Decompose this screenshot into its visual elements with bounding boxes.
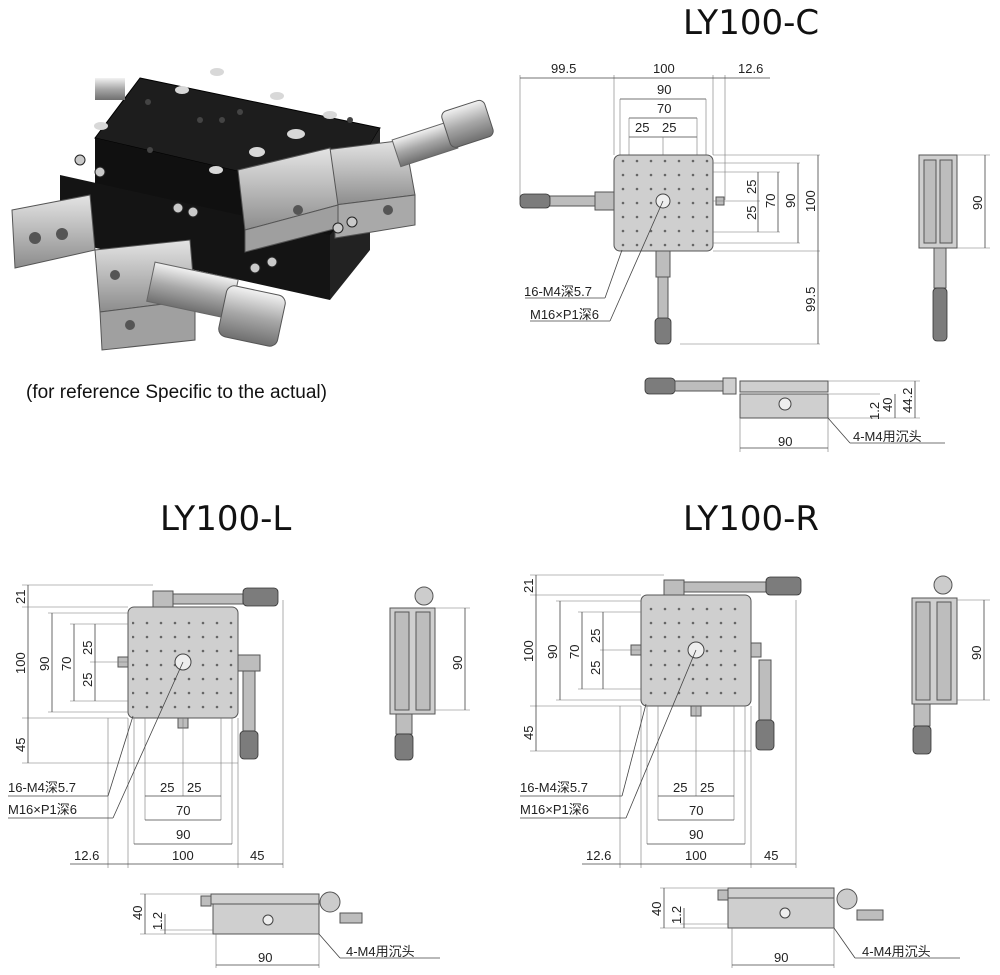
dim-c-front-90: 90: [778, 434, 792, 449]
dim-c-r25b: 25: [744, 206, 759, 220]
photo-caption: (for reference Specific to the actual): [26, 382, 327, 403]
ly100-r-side-view: [911, 575, 990, 755]
title-ly100-c: LY100-C: [683, 3, 819, 43]
dim-c-100: 100: [653, 61, 675, 76]
dim-r-b25a: 25: [673, 780, 687, 795]
dim-c-front-40: 40: [880, 398, 895, 412]
dim-r-100: 100: [521, 640, 536, 662]
callout-c-m16: M16×P1深6: [530, 307, 599, 322]
callout-r-m16: M16×P1深6: [520, 802, 589, 817]
dim-r-front-90: 90: [774, 950, 788, 965]
dim-c-90: 90: [657, 82, 671, 97]
dim-r-b12-6: 12.6: [586, 848, 611, 863]
ly100-l-front-view: [140, 891, 440, 968]
dim-l-90: 90: [37, 657, 52, 671]
dim-l-front-40: 40: [130, 906, 145, 920]
dim-c-front-44-2: 44.2: [900, 388, 915, 413]
dim-r-b70: 70: [689, 803, 703, 818]
dim-r-90: 90: [545, 645, 560, 659]
dim-l-25a: 25: [80, 641, 95, 655]
product-photo: [11, 68, 494, 351]
dim-c-70: 70: [657, 101, 671, 116]
dim-c-25b: 25: [662, 120, 676, 135]
dim-r-b100: 100: [685, 848, 707, 863]
callout-c-front: 4-M4用沉头: [853, 429, 922, 444]
dim-c-r90: 90: [783, 194, 798, 208]
dim-c-12-6: 12.6: [738, 61, 763, 76]
dim-l-b70: 70: [176, 803, 190, 818]
dim-r-21: 21: [521, 579, 536, 593]
callout-l-m4: 16-M4深5.7: [8, 780, 76, 795]
callout-r-front: 4-M4用沉头: [862, 944, 931, 959]
dim-l-front-1-2: 1.2: [150, 912, 165, 930]
dim-c-side-90: 90: [970, 196, 985, 210]
callout-l-m16: M16×P1深6: [8, 802, 77, 817]
dim-l-b100: 100: [172, 848, 194, 863]
ly100-c-front-view: [644, 377, 945, 452]
callout-r-m4: 16-M4深5.7: [520, 780, 588, 795]
dim-l-21: 21: [13, 590, 28, 604]
dim-c-r70: 70: [763, 194, 778, 208]
dim-l-45: 45: [13, 738, 28, 752]
dim-r-front-40: 40: [649, 902, 664, 916]
ly100-l-top-view: [8, 584, 284, 868]
dim-l-b12-6: 12.6: [74, 848, 99, 863]
dim-r-25a: 25: [588, 629, 603, 643]
dim-r-b25b: 25: [700, 780, 714, 795]
title-ly100-l: LY100-L: [160, 499, 291, 539]
callout-c-m4: 16-M4深5.7: [524, 284, 592, 299]
ly100-l-side-view: [389, 586, 470, 761]
dim-c-front-1-2: 1.2: [867, 402, 882, 420]
dim-l-b25a: 25: [160, 780, 174, 795]
dim-l-100: 100: [13, 652, 28, 674]
dim-c-99-5: 99.5: [551, 61, 576, 76]
dim-l-b90: 90: [176, 827, 190, 842]
title-ly100-r: LY100-R: [683, 499, 819, 539]
dim-r-b90: 90: [689, 827, 703, 842]
dim-l-b25b: 25: [187, 780, 201, 795]
dim-r-45: 45: [521, 726, 536, 740]
ly100-r-top-view: [520, 574, 802, 868]
dim-l-side-90: 90: [450, 656, 465, 670]
dim-r-70: 70: [567, 645, 582, 659]
dim-r-b45: 45: [764, 848, 778, 863]
dim-c-r100: 100: [803, 190, 818, 212]
dim-r-front-1-2: 1.2: [669, 906, 684, 924]
dim-l-front-90: 90: [258, 950, 272, 965]
dim-r-25b: 25: [588, 661, 603, 675]
ly100-c-top-view: [519, 75, 820, 345]
dim-l-25b: 25: [80, 673, 95, 687]
dim-l-b45: 45: [250, 848, 264, 863]
dim-c-r99-5: 99.5: [803, 287, 818, 312]
dim-l-70: 70: [59, 657, 74, 671]
callout-l-front: 4-M4用沉头: [346, 944, 415, 959]
dim-c-25a: 25: [635, 120, 649, 135]
ly100-c-side-view: [918, 154, 990, 342]
dim-c-r25a: 25: [744, 180, 759, 194]
dim-r-side-90: 90: [969, 646, 984, 660]
ly100-r-front-view: [660, 887, 960, 968]
